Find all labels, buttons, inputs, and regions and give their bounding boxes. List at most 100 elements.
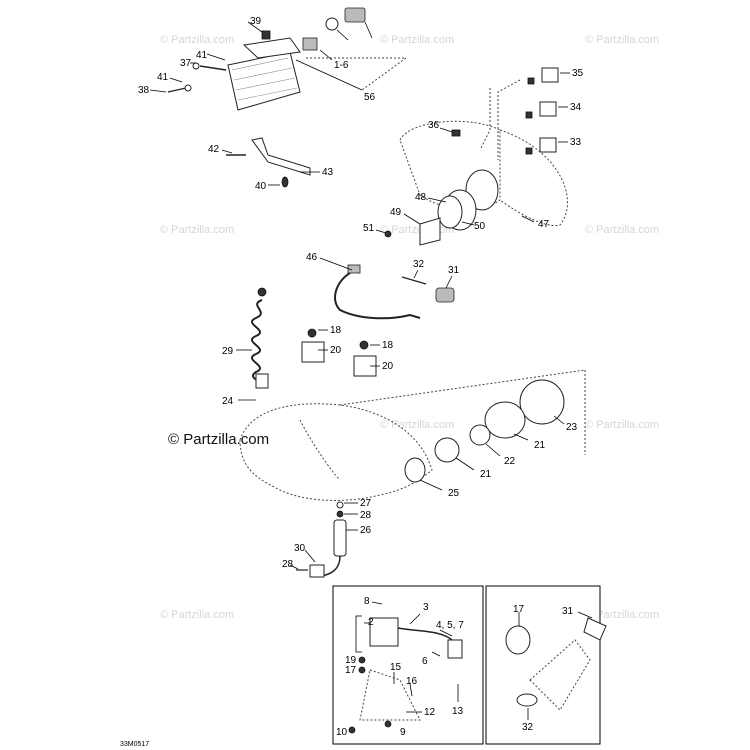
- callout-18-b: 20: [382, 361, 394, 372]
- console-cavity: [299, 419, 341, 481]
- callout-29: 28: [282, 559, 294, 570]
- watermark: © Partzilla.com: [585, 419, 659, 431]
- callout-38: 35: [572, 68, 584, 79]
- leader-31: [304, 549, 316, 563]
- watermark: © Partzilla.com: [160, 609, 234, 621]
- callout-37: 34: [570, 102, 582, 113]
- switch-cluster: [497, 67, 559, 160]
- leader-56: [336, 29, 349, 41]
- callout-21: 21: [480, 469, 492, 480]
- headlight-housing: [242, 37, 301, 59]
- washer-45b: [184, 84, 192, 92]
- leader-21: [455, 457, 475, 471]
- leader-35: [445, 275, 453, 289]
- callout-43: 40: [255, 181, 267, 192]
- socket-55: [344, 7, 366, 23]
- leader-6: [431, 651, 441, 657]
- watermark: © Partzilla.com: [160, 34, 234, 46]
- callout-10: 10: [336, 727, 348, 738]
- housing-48: [499, 129, 568, 226]
- cable-end: [347, 264, 361, 274]
- dash-panel-outline: [399, 120, 501, 210]
- harness-path: [479, 88, 491, 151]
- callout-11: 12: [424, 707, 436, 718]
- callout-15: 17: [345, 665, 357, 676]
- callout-35: 31: [448, 265, 460, 276]
- callout-40: 37: [180, 58, 192, 69]
- console-edge-top: [339, 369, 586, 406]
- seal-56: [325, 17, 339, 31]
- leader-49: [427, 197, 447, 203]
- leader-4-5-7: [439, 629, 453, 637]
- cap-27: [336, 510, 344, 518]
- gasket-49: [437, 195, 463, 229]
- callout-44: 43: [322, 167, 334, 178]
- fuel-sensor: [296, 501, 347, 578]
- knob-24: [404, 457, 426, 483]
- bracket-11: [359, 669, 421, 721]
- watermark: © Partzilla.com: [160, 224, 234, 236]
- switch-36-connector: [525, 147, 533, 155]
- callout-22: 22: [504, 456, 516, 467]
- leader-52: [375, 229, 387, 234]
- callout-3: 3: [423, 602, 429, 613]
- bracket-44: [251, 137, 311, 176]
- leader-24: [419, 479, 443, 491]
- switch-37: [539, 101, 557, 117]
- callout-45-b: 41: [157, 72, 169, 83]
- inset-frame-1: [332, 585, 484, 745]
- callout-4-5-7: 4, 5, 7: [436, 620, 464, 631]
- bracket-assembly: [226, 137, 311, 188]
- bezel-20: [484, 401, 526, 439]
- callout-28: 24: [222, 396, 234, 407]
- leader-32: [577, 611, 593, 619]
- callout-45: 41: [196, 50, 208, 61]
- watermark-layer: © Partzilla.com © Partzilla.com © Partzi…: [160, 34, 659, 621]
- callout-53-56: 56: [364, 92, 376, 103]
- clip-42: [261, 30, 271, 40]
- leader-bracket-1-6: [355, 615, 362, 653]
- callout-54: 1-6: [334, 60, 349, 71]
- callout-46: 42: [208, 144, 220, 155]
- callout-6: 6: [422, 656, 428, 667]
- tether-plug-28: [255, 373, 269, 389]
- knob-19b: [359, 340, 369, 350]
- screw-41: [167, 87, 187, 93]
- connector-31: [309, 564, 325, 578]
- leader-3: [409, 613, 421, 625]
- inset-box-1: [332, 585, 484, 745]
- switch-38-connector: [527, 77, 535, 85]
- callout-39: 36: [428, 120, 440, 131]
- leader-23: [553, 415, 565, 425]
- headlight-assembly: [167, 7, 408, 111]
- callout-14: 16: [406, 676, 418, 687]
- callout-12: 13: [452, 706, 464, 717]
- leader-22: [485, 443, 501, 457]
- leader-42: [247, 21, 263, 33]
- gauge-23: [519, 379, 565, 425]
- nut-15: [358, 666, 366, 674]
- callout-8: 8: [364, 596, 370, 607]
- inset-frame-2: [485, 585, 601, 745]
- leader-51: [461, 221, 475, 226]
- callout-25: 26: [360, 525, 372, 536]
- switch-37-connector: [525, 111, 533, 119]
- reference-code: 33M0517: [120, 741, 149, 748]
- callout-19-b: 18: [382, 340, 394, 351]
- callout-33: 32: [522, 722, 534, 733]
- leader-45b: [169, 77, 183, 83]
- switch-18a: [301, 341, 325, 363]
- gauge-housing-assembly: [384, 88, 568, 246]
- callout-47: 46: [306, 252, 318, 263]
- callout-23: 23: [566, 422, 578, 433]
- callout-26: 27: [360, 498, 372, 509]
- leader-20: [513, 433, 529, 441]
- leader-48: [521, 215, 535, 223]
- screw-40: [199, 65, 227, 71]
- bulb-54: [302, 37, 318, 51]
- nut-43: [281, 176, 289, 188]
- leader-50: [403, 213, 421, 225]
- regulator-1: [369, 617, 399, 647]
- cable-assembly: [334, 264, 455, 320]
